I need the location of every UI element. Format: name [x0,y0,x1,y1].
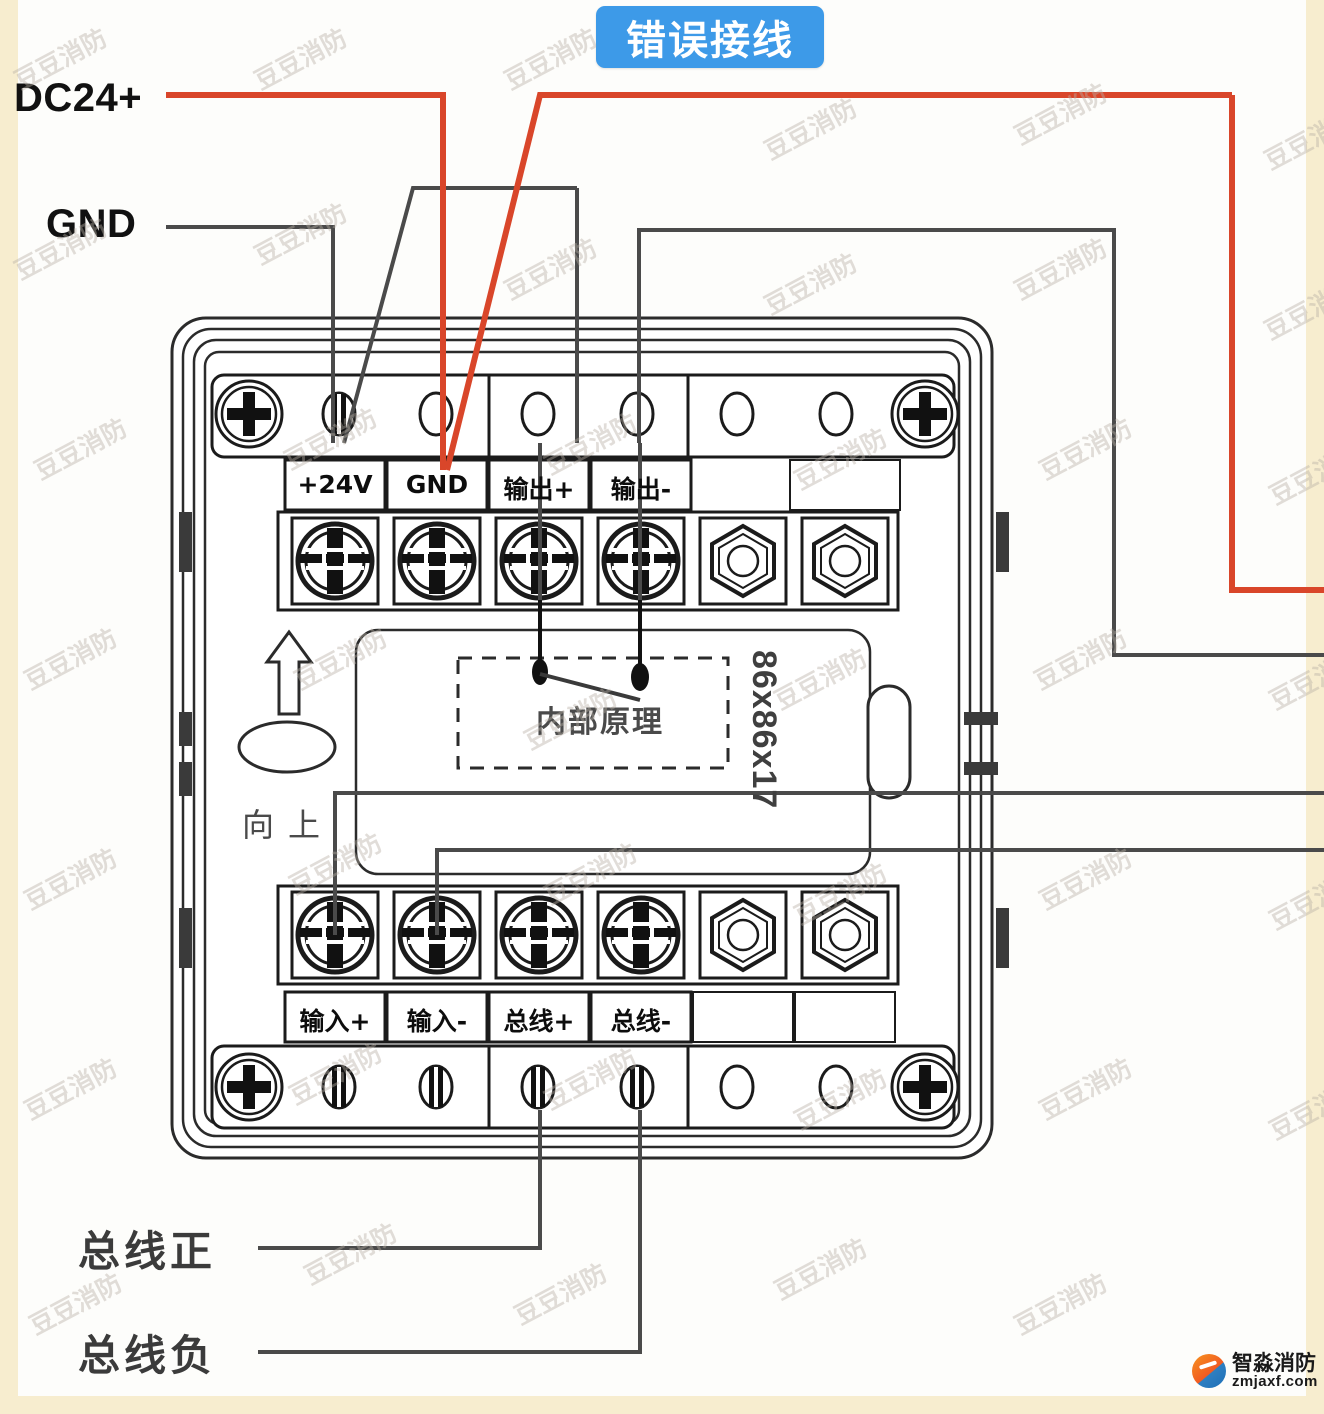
mounting-screw-top-left [214,379,284,449]
output-minus-wire [637,228,1324,657]
terminal-screw-gnd [394,518,480,604]
dimension-label: 86x86x17 [745,650,783,810]
terminal-label-input-plus: 输入+ [299,1007,371,1036]
dc24-to-gnd-wire [166,92,446,470]
hole-bottom-input-minus [418,1064,454,1110]
logo-name-cn: 智淼消防 [1232,1351,1316,1375]
terminal-label-bus-minus: 总线- [610,1007,672,1036]
internal-principle-label: 内部原理 [536,705,664,740]
bottom-terminal-strip [210,1044,960,1130]
terminal-hex-top-1 [698,516,788,606]
internal-principle-box [456,656,730,770]
terminal-label-gnd: GND [405,470,469,499]
logo-text: 智淼消防 zmjaxf.com [1232,1352,1318,1390]
bottom-label-row [283,990,896,1044]
red-wire-group [166,92,1324,593]
input-minus-wire [435,848,1324,935]
bus-positive-wire [258,1110,542,1250]
hole-bottom-spare-2 [818,1064,854,1110]
hole-bottom-spare-1 [719,1064,755,1110]
terminal-screw-bus-plus [496,892,582,978]
terminal-label-output-minus: 输出- [610,475,672,504]
label-bus-positive: 总线正 [78,1227,217,1276]
hole-top-spare-1 [719,391,755,437]
logo-mark-icon [1192,1353,1226,1388]
terminal-hex-bottom-1 [698,890,788,980]
bottom-terminal-blocks [276,884,900,986]
gnd-to-24v-wire [166,225,335,443]
wire-24v-flare [342,186,577,444]
mounting-screw-bottom-right [890,1052,960,1122]
bus-negative-wire [258,1110,642,1354]
terminal-label-24v: +24V [297,470,373,499]
hole-top-output-plus [520,391,556,437]
hole-bottom-input-plus [321,1064,357,1110]
input-plus-wire [333,791,1324,935]
terminal-screw-24v [292,518,378,604]
hole-top-spare-2 [818,391,854,437]
mounting-screw-top-right [890,379,960,449]
label-dc24-positive: DC24+ [14,76,143,120]
logo-domain: zmjaxf.com [1232,1373,1318,1391]
red-right-drop-wire [1229,95,1324,593]
header-badge-label: 错误接线 [626,18,794,64]
hole-top-gnd [418,391,454,437]
header-badge: 错误接线 [596,6,824,68]
black-wire-group [166,186,1324,1354]
terminal-label-output-plus: 输出+ [503,475,575,504]
terminal-hex-bottom-2 [800,890,890,980]
terminal-label-bus-plus: 总线+ [503,1007,575,1036]
terminal-screw-bus-minus [598,892,684,978]
hole-bottom-bus-minus [619,1064,655,1110]
top-terminal-blocks [276,510,900,612]
label-gnd: GND [46,202,137,246]
right-return-to-gnd-wire [444,92,1232,471]
terminal-label-input-minus: 输入- [406,1007,468,1036]
mounting-screw-bottom-left [214,1052,284,1122]
terminal-hex-top-2 [800,516,890,606]
label-bus-negative: 总线负 [78,1331,217,1380]
orientation-label: 向上 [242,806,335,844]
device-inner-body [237,598,912,876]
bottom-border-band [0,1396,1324,1414]
top-terminal-strip [210,373,960,459]
hole-bottom-bus-plus [520,1064,556,1110]
site-logo: 智淼消防 zmjaxf.com [1192,1352,1318,1390]
